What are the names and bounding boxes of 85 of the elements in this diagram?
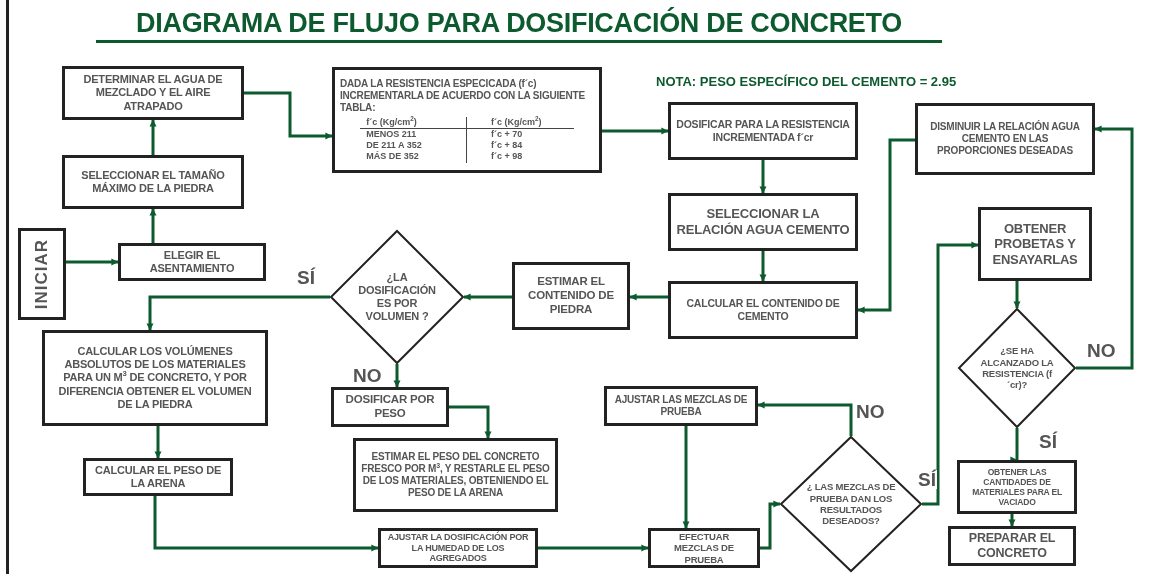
table-cell-text: f´c + 84 [490, 140, 524, 152]
step-text: SELECCIONAR LA RELACIÓN AGUA CEMENTO [676, 206, 850, 238]
arrow [154, 426, 162, 459]
process-box [331, 387, 449, 427]
edge-label: SÍ [296, 268, 316, 287]
process-box [83, 458, 233, 496]
edge-label: NO [1086, 341, 1117, 360]
arrow [153, 496, 379, 552]
arrow [146, 295, 330, 331]
process-box [512, 262, 630, 330]
process-box [604, 386, 758, 426]
step-text: AJUSTAR LA DOSIFICACIÓN POR LA HUMEDAD DE LOS AGREGADOS [386, 531, 530, 565]
process-box [118, 243, 266, 281]
arrow [1076, 125, 1134, 370]
process-box [332, 67, 602, 173]
decision-diamond [330, 230, 464, 364]
edge-label: NO [855, 402, 886, 421]
process-box [978, 207, 1092, 281]
arrow [760, 500, 781, 550]
decision-diamond [958, 308, 1076, 428]
arrow [922, 241, 979, 506]
table-cell-text: f´c + 98 [490, 151, 524, 163]
process-box [668, 102, 858, 160]
step-text: EFECTUAR MEZCLAS DE PRUEBA [673, 530, 735, 566]
step-text: ELEGIR EL ASENTAMIENTO [148, 248, 236, 276]
edge-label: SÍ [917, 470, 937, 489]
arrow [149, 208, 157, 243]
arrow [244, 91, 333, 140]
table-cell-text: MENOS 211 [365, 128, 418, 140]
step-text: SELECCIONAR EL TAMAÑO MÁXIMO DE LA PIEDRA [80, 168, 226, 196]
process-box [957, 460, 1077, 514]
arrow [759, 251, 767, 282]
process-box [42, 330, 268, 426]
step-text: OBTENER PROBETAS Y ENSAYARLAS [991, 220, 1079, 268]
table-cell: f´c (Kg/cm$^{2}$) [360, 116, 467, 129]
process-box [948, 526, 1076, 566]
step-text: CALCULAR LOS VOLÚMENES ABSOLUTOS DE LOS MATERIALES PARA UN M$^{3}$ DE CONCRETO, Y POR DIFERENCIA OBTENER EL VOLUMEN DE LA PIEDRA [57, 345, 253, 411]
decision-question: ¿LA DOSIFICACIÓN ES POR VOLUMEN ? [357, 270, 437, 324]
process-box [915, 103, 1095, 175]
arrow [449, 405, 492, 439]
diagram-title: DIAGRAMA DE FLUJO PARA DOSIFICACIÓN DE CONCRETO [96, 8, 942, 43]
arrow [629, 293, 670, 301]
decision-question: ¿ LAS MEZCLAS DE PRUEBA DAN LOS RESULTADOS DESEADOS? [805, 481, 897, 527]
arrow [759, 160, 767, 194]
table-cell-text: DE 211 A 352 [365, 140, 423, 151]
step-text: DADA LA RESISTENCIA ESPECICADA (f´c) INCREMENTARLA DE ACUERDO CON LA SIGUIENTE TABLA: [340, 77, 586, 114]
table-cell: f´c (Kg/cm$^{2}$) [467, 116, 574, 129]
start-label: INICIAR [32, 238, 52, 310]
arrow [149, 119, 157, 155]
arrow [1013, 281, 1021, 309]
process-box [378, 528, 538, 568]
arrow [463, 293, 512, 301]
process-box [353, 438, 558, 512]
start-box [18, 228, 66, 320]
step-text: CALCULAR EL CONTENIDO DE CEMENTO [685, 297, 841, 323]
process-box [62, 155, 244, 209]
process-box [668, 193, 858, 251]
step-text: CALCULAR EL PESO DE LA ARENA [93, 463, 223, 491]
process-box [668, 281, 858, 339]
process-box [648, 528, 760, 568]
step-text: ESTIMAR EL PESO DEL CONCRETO FRESCO POR M$^{3}$, Y RESTARLE EL PESO DE LOS MATERIALES, OBTENIENDO EL PESO DE LA ARENA [361, 451, 550, 499]
decision-question: ¿SE HA ALCANZADO LA RESISTENCIA (f´cr)? [979, 345, 1055, 391]
arrow [64, 258, 119, 266]
arrow [682, 424, 690, 529]
note-text: NOTA: PESO ESPECÍFICO DEL CEMENTO = 2.95 [656, 74, 957, 89]
arrow [1008, 514, 1016, 527]
step-text: DOSIFICAR POR PESO [344, 393, 436, 421]
arrow [536, 544, 649, 552]
process-box [62, 66, 244, 120]
edge-label: NO [352, 366, 383, 385]
step-text: ESTIMAR EL CONTENIDO DE PIEDRA [527, 275, 615, 317]
arrow [757, 401, 853, 436]
arrow [393, 362, 401, 388]
step-text: PREPARAR EL CONCRETO [967, 531, 1057, 561]
arrow [1013, 428, 1021, 462]
edge-label: SÍ [1038, 432, 1058, 451]
step-text: DISMINUIR LA RELACIÓN AGUA CEMENTO EN LAS PROPORCIONES DESEADAS [929, 121, 1081, 157]
step-text: AJUSTAR LAS MEZCLAS DE PRUEBA [613, 394, 749, 418]
step-text: DOSIFICAR PARA LA RESISTENCIA INCREMENTADA f´cr [676, 118, 850, 144]
table-cell-text: MÁS DE 352 [365, 151, 420, 163]
step-text: DETERMINAR EL AGUA DE MEZCLADO Y EL AIRE ATRAPADO [82, 73, 224, 113]
arrow [602, 127, 669, 135]
table-cell-text: f´c + 70 [490, 128, 524, 140]
step-text: OBTENER LAS CANTIDADES DE MATERIALES PARA EL VACIADO [971, 466, 1063, 508]
arrow [857, 138, 915, 314]
